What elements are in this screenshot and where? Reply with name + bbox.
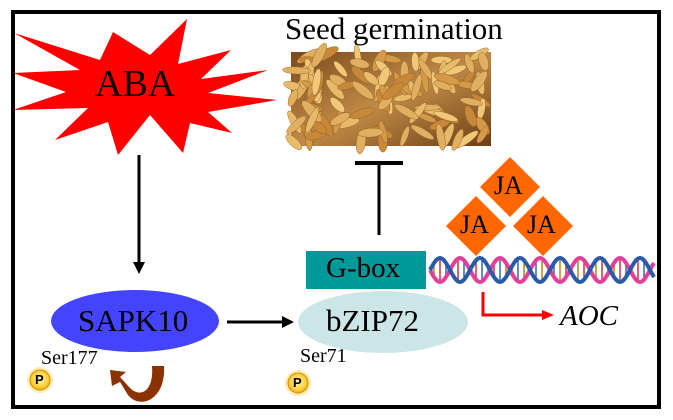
ser71-label: Ser71 [300,345,347,367]
ja-label-left: JA [460,210,489,239]
seed-grain [476,125,489,144]
seed-grain [286,115,307,134]
seed-grain [363,71,379,86]
seed-grain [351,81,374,100]
seed-grain [433,111,459,122]
seed-grain [451,129,464,151]
phospho-icon-sapk10 [27,367,53,393]
seed-grain [350,107,375,119]
seed-grain [438,57,462,75]
seed-grain [311,42,327,68]
seed-grain [333,60,348,77]
ja-diamond-right [513,196,573,256]
seed-grain [329,97,345,113]
ser177-label: Ser177 [41,347,98,369]
seed-grain [464,105,477,127]
seed-grain [411,73,423,101]
phospho-p-label: P [293,375,302,390]
phospho-icon-bzip72 [285,370,311,396]
sapk10-ellipse [51,290,219,352]
seed-grain [433,80,452,91]
seed-grain [311,68,322,96]
seed-grain [358,127,384,138]
seed-grain [470,70,488,92]
phospho-p-label: P [35,372,44,387]
ja-diamond-top [480,157,540,217]
aba-label: ABA [95,63,176,105]
seed-grain [382,82,404,100]
gbox-label: G-box [326,252,401,284]
dna-strand [428,255,656,285]
gbox-rect [306,251,426,289]
seed-grain [464,53,475,74]
arrowhead-icon [133,262,145,274]
seed-grain [282,66,311,75]
arrowhead-icon [542,310,554,320]
seed-grain [305,107,319,133]
aoc-transcription-arrow [481,292,543,317]
seed-grain [285,134,302,150]
ja-label-top: JA [494,171,523,200]
aoc-label: AOC [560,300,618,332]
dna-helix-icon [428,255,656,285]
aba-starburst [13,19,277,155]
diagram-frame [11,10,661,409]
seed-grain [410,124,435,140]
seed-grain [394,103,419,120]
dna-strand [428,255,656,285]
seed-grain [459,97,483,107]
seed-grain [349,58,370,69]
seed-grain [287,89,299,107]
arrowhead-icon [282,316,294,328]
seed-grain [329,112,351,126]
ja-label-right: JA [527,210,556,239]
seed-germination-title: Seed germination [285,11,503,46]
seed-grain [478,52,489,71]
seed-image [282,42,491,155]
bzip72-label: bZIP72 [326,303,419,338]
sapk10-label: SAPK10 [78,303,189,338]
seed-grain [399,126,410,147]
seed-grain [436,123,446,151]
ja-diamond-left [446,196,506,256]
bzip72-ellipse [298,291,468,353]
autophosphorylation-arrow [110,366,165,402]
